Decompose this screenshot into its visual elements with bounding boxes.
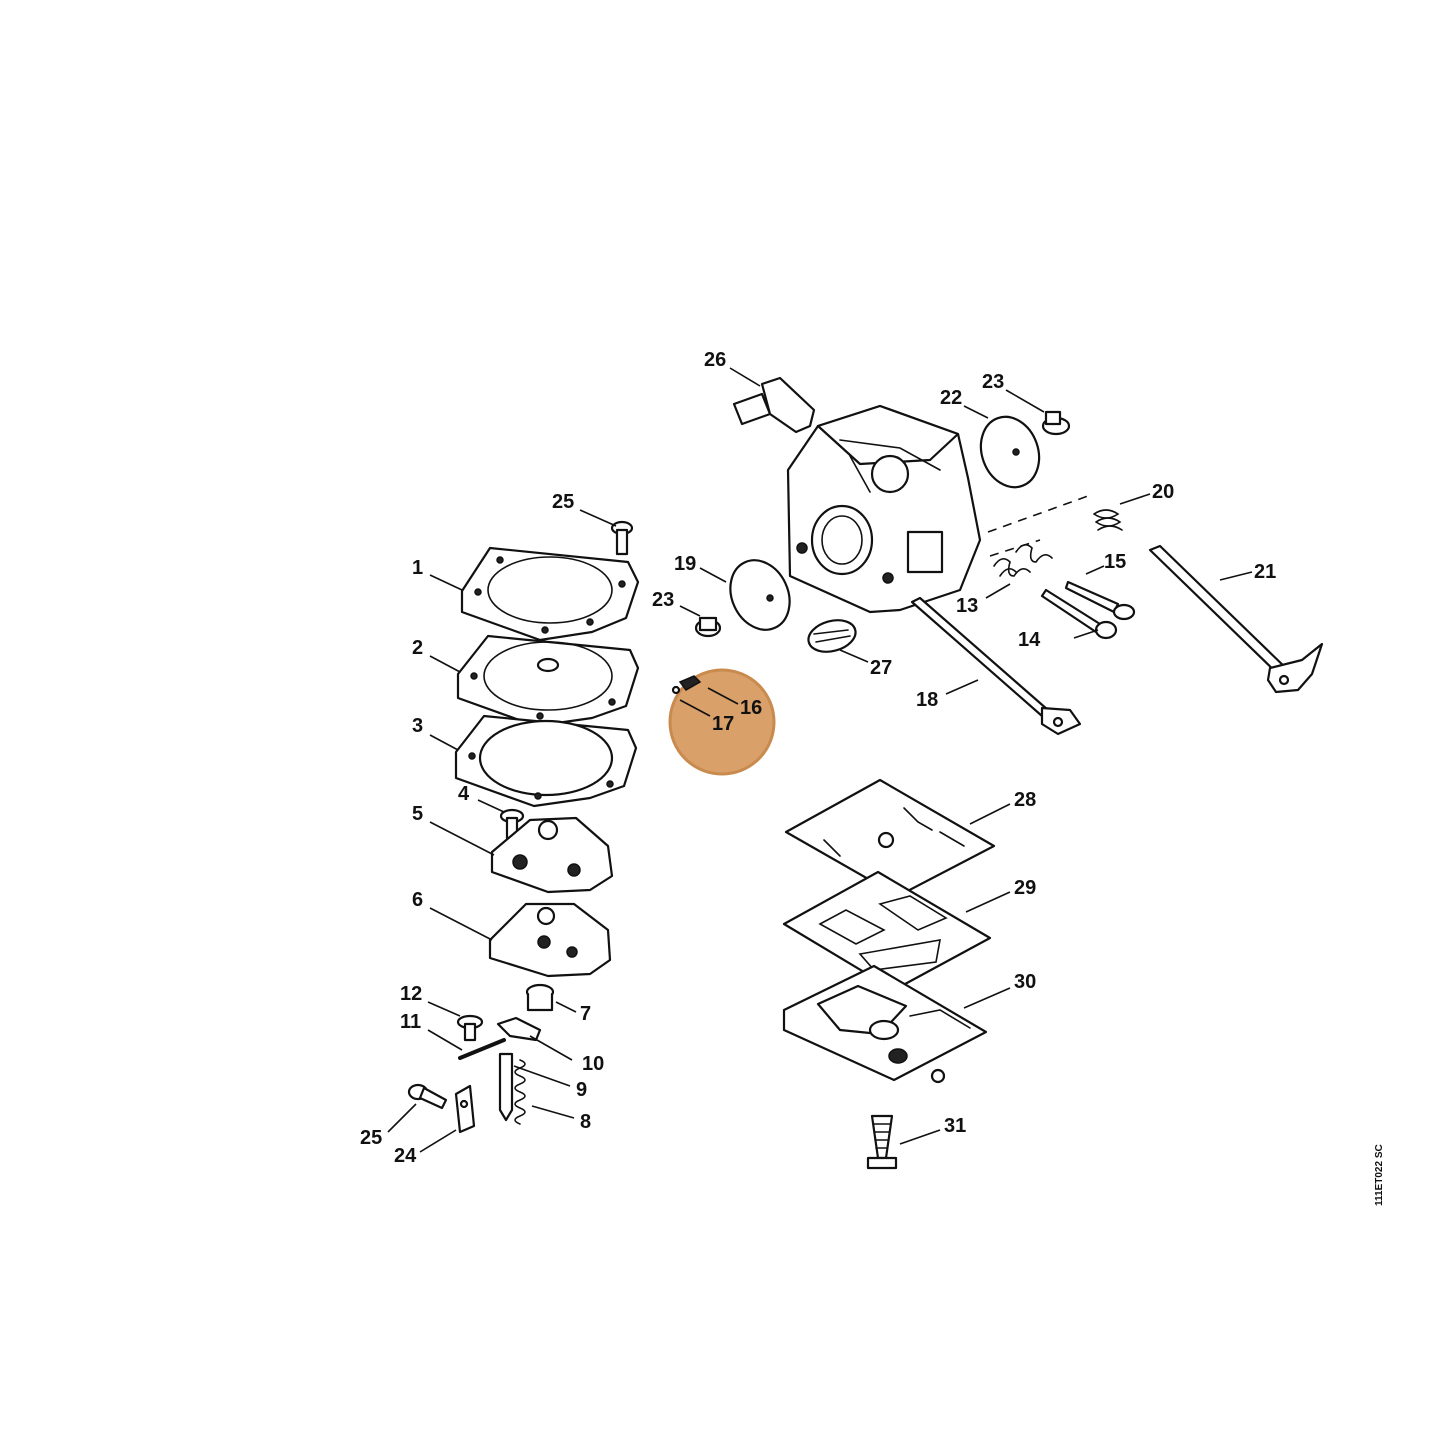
highlight-marker [668,668,776,776]
part-29-gasket[interactable] [782,870,992,992]
callout-19: 19 [674,553,696,575]
part-31-screw[interactable] [866,1114,898,1170]
part-16-17-small-parts[interactable] [671,675,702,695]
callout-23b: 23 [652,589,674,611]
part-9-needle[interactable] [498,1052,514,1122]
part-1-diaphragm[interactable] [460,546,640,642]
part-11-pin[interactable] [458,1038,506,1060]
leader-lines [387,367,1253,1153]
assembly-dashed-line [987,495,1089,533]
part-21-choke-shaft[interactable] [1148,544,1324,694]
callout-5: 5 [412,803,423,825]
callout-31: 31 [944,1115,966,1137]
part-23-screw-upper[interactable] [1041,410,1071,436]
callout-8: 8 [580,1111,591,1133]
callout-20: 20 [1152,481,1174,503]
callout-28: 28 [1014,789,1036,811]
callout-12: 12 [400,983,422,1005]
callout-13: 13 [956,595,978,617]
part-12-screw[interactable] [456,1014,484,1042]
part-18-throttle-shaft[interactable] [910,596,1082,736]
callout-18: 18 [916,689,938,711]
figure-code: 111ET022 SC [1374,1144,1385,1206]
callout-26: 26 [704,349,726,371]
part-19-valve-disc[interactable] [719,551,800,640]
part-7-plug[interactable] [525,983,555,1012]
callout-16: 16 [740,697,762,719]
part-13-springs[interactable] [993,544,1053,577]
callout-1: 1 [412,557,423,579]
callout-6: 6 [412,889,423,911]
part-26-fitting[interactable] [732,376,816,434]
callout-7: 7 [580,1003,591,1025]
callout-17: 17 [712,713,734,735]
part-6-plate[interactable] [488,902,612,978]
part-20-spring[interactable] [1093,509,1123,531]
part-2-diaphragm[interactable] [456,634,640,728]
part-30-cover[interactable] [782,964,988,1084]
part-25-screw-lower[interactable] [407,1083,448,1110]
part-10-lever[interactable] [496,1016,542,1042]
callout-14: 14 [1018,629,1041,651]
callout-27: 27 [870,657,892,679]
callout-25b: 25 [360,1127,382,1149]
callout-labels: 1 2 3 4 5 6 7 8 9 10 11 12 13 14 15 16 1… [360,349,1276,1167]
callout-15: 15 [1104,551,1126,573]
part-22-disc[interactable] [971,409,1048,496]
part-5-plate[interactable] [490,816,614,894]
part-28-gasket[interactable] [784,778,996,898]
callout-23a: 23 [982,371,1004,393]
part-23-screw-center[interactable] [694,616,722,638]
part-3-gasket[interactable] [454,714,638,808]
callout-9: 9 [576,1079,587,1101]
callout-2: 2 [412,637,423,659]
callout-4: 4 [458,783,470,805]
part-15-adjust-screw[interactable] [1064,580,1136,621]
callout-29: 29 [1014,877,1036,899]
callout-3: 3 [412,715,423,737]
part-8-spring[interactable] [514,1059,526,1125]
callout-30: 30 [1014,971,1036,993]
callout-10: 10 [582,1053,604,1075]
callout-11: 11 [400,1011,421,1033]
carburetor-body[interactable] [786,404,982,614]
callout-22: 22 [940,387,962,409]
part-25-screw-upper[interactable] [610,520,634,556]
part-24-bracket[interactable] [454,1084,476,1134]
callout-21: 21 [1254,561,1276,583]
callout-25a: 25 [552,491,574,513]
part-14-adjust-screw[interactable] [1040,588,1118,640]
assembly-dashed-line-2 [989,539,1041,557]
part-27-screen[interactable] [805,615,859,656]
callout-24: 24 [394,1145,417,1167]
